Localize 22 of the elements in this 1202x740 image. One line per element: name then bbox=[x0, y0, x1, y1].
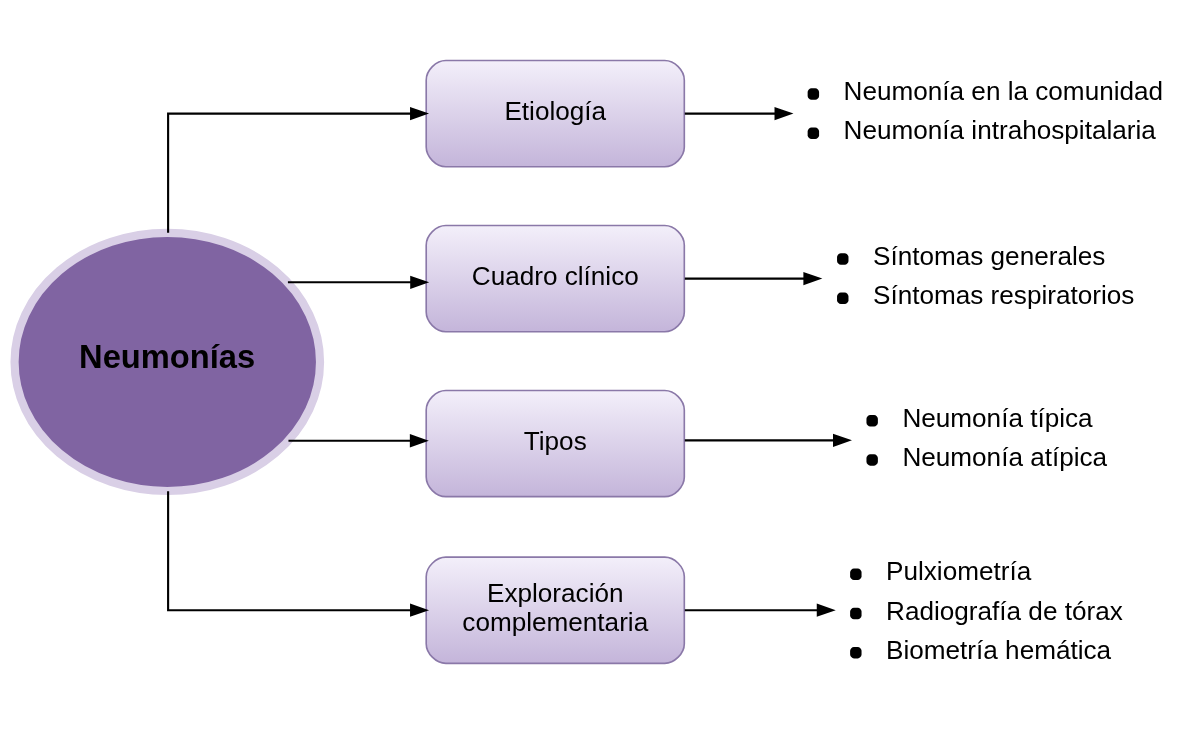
node-box: Cuadro clínico bbox=[425, 224, 686, 332]
arrow bbox=[288, 433, 429, 447]
node-label: Radiografía de tórax bbox=[886, 595, 1123, 626]
arrow bbox=[684, 433, 852, 447]
node-label: Biometría hemática bbox=[886, 634, 1112, 665]
node-box: Exploración complementaria bbox=[425, 555, 686, 664]
arrow bbox=[287, 275, 430, 289]
node-label: Neumonía intrahospitalaria bbox=[843, 114, 1156, 145]
node-label: Síntomas respiratorios bbox=[872, 279, 1135, 310]
arrow bbox=[167, 106, 429, 233]
arrow bbox=[684, 603, 836, 617]
arrow bbox=[684, 106, 794, 120]
node-box: Tipos bbox=[425, 389, 686, 497]
node-label: Neumonía atípica bbox=[902, 441, 1108, 472]
node-ellipse: Neumonías bbox=[10, 228, 325, 495]
arrow bbox=[167, 490, 429, 617]
arrow bbox=[684, 271, 823, 285]
node-box: Etiología bbox=[425, 59, 686, 168]
node-label: Neumonía típica bbox=[902, 402, 1093, 433]
node-label: Pulxiometría bbox=[886, 555, 1032, 586]
node-label: Neumonía en la comunidad bbox=[843, 75, 1164, 106]
node-label: Síntomas generales bbox=[872, 240, 1106, 271]
